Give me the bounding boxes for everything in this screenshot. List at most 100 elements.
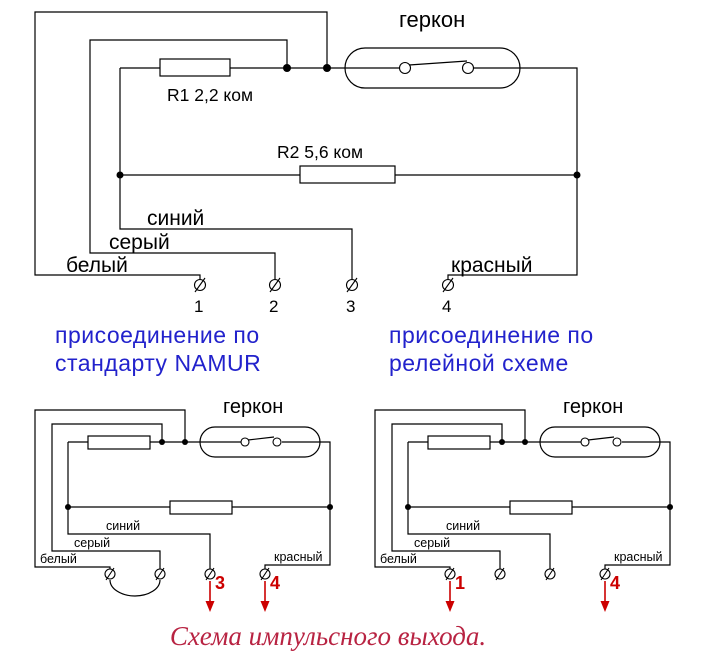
terminal-2 bbox=[494, 567, 506, 581]
blue-wire bbox=[67, 442, 211, 569]
red-wire bbox=[447, 67, 578, 279]
output-arrow-4 bbox=[600, 581, 610, 612]
terminal-2-label: 2 bbox=[269, 297, 278, 316]
reed-blade bbox=[408, 60, 468, 66]
output-arrow-4 bbox=[260, 581, 270, 612]
terminal-2-slash bbox=[155, 567, 165, 581]
relay-title: присоединение по релейной схеме bbox=[389, 322, 594, 376]
blue-wire bbox=[119, 68, 353, 279]
terminal-4 bbox=[441, 277, 455, 293]
terminal-2 bbox=[268, 277, 282, 293]
arrow-head-icon bbox=[445, 601, 455, 612]
resistor-r2 bbox=[509, 500, 573, 515]
terminal-2-slash bbox=[495, 567, 505, 581]
output-terminal-label-1: 1 bbox=[455, 573, 465, 593]
resistor-r1 bbox=[87, 435, 151, 450]
red-wire bbox=[604, 441, 671, 569]
jumper-wire-1-2 bbox=[109, 579, 161, 597]
terminal-4 bbox=[259, 567, 271, 581]
terminal-3-label: 3 bbox=[346, 297, 355, 316]
terminal-1 bbox=[193, 277, 207, 293]
main-schematic: геркон R1 2,2 ком R2 5,6 ком синий серый… bbox=[34, 7, 581, 316]
arrow-head-icon bbox=[600, 601, 610, 612]
namur-title-line2: стандарту NAMUR bbox=[55, 350, 261, 376]
reed-contact-right bbox=[461, 61, 475, 75]
terminal-3-slash bbox=[545, 567, 555, 581]
terminal-3 bbox=[204, 567, 216, 581]
white-wire-label: белый bbox=[40, 552, 77, 566]
junction-dot bbox=[323, 64, 331, 72]
terminal-3 bbox=[544, 567, 556, 581]
output-terminal-label-3: 3 bbox=[215, 573, 225, 593]
namur-title-line1: присоединение по bbox=[55, 322, 260, 348]
junction-dot bbox=[405, 504, 411, 510]
resistor-r2 bbox=[299, 165, 396, 184]
terminal-3-slash bbox=[346, 277, 358, 293]
gray-wire-label: серый bbox=[74, 536, 110, 550]
junction-dot bbox=[327, 504, 333, 510]
output-terminal-label-4: 4 bbox=[610, 573, 620, 593]
red-wire bbox=[264, 441, 331, 569]
resistor-r1 bbox=[159, 58, 231, 77]
r2-label: R2 5,6 ком bbox=[277, 142, 363, 162]
reed-contact-left bbox=[398, 61, 412, 75]
reed-contact-right bbox=[612, 437, 622, 447]
reed-contact-left bbox=[240, 437, 250, 447]
white-wire-label: белый bbox=[380, 552, 417, 566]
reed-switch bbox=[199, 426, 321, 458]
white-wire-label: белый bbox=[66, 254, 128, 277]
output-arrow-3 bbox=[205, 581, 215, 612]
resistor-r1 bbox=[427, 435, 491, 450]
resistor-r2 bbox=[169, 500, 233, 515]
junction-dot bbox=[573, 171, 581, 179]
namur-title: присоединение по стандарту NAMUR bbox=[55, 322, 261, 376]
terminal-4-slash bbox=[600, 567, 610, 581]
terminal-4-slash bbox=[260, 567, 270, 581]
terminal-1 bbox=[104, 567, 116, 581]
junction-dot bbox=[182, 439, 188, 445]
terminal-1-slash bbox=[194, 277, 206, 293]
terminal-2 bbox=[154, 567, 166, 581]
blue-wire-label: синий bbox=[446, 519, 480, 533]
output-terminal-label-4: 4 bbox=[270, 573, 280, 593]
terminal-1-slash bbox=[105, 567, 115, 581]
reed-blade bbox=[247, 436, 275, 441]
junction-dot bbox=[116, 171, 124, 179]
junction-dot bbox=[522, 439, 528, 445]
red-wire-label: красный bbox=[274, 550, 323, 564]
junction-dot bbox=[283, 64, 291, 72]
terminal-4-slash bbox=[442, 277, 454, 293]
terminal-1-slash bbox=[445, 567, 455, 581]
relay-schematic: геркон синий серый белый красный 1 4 bbox=[374, 396, 673, 612]
arrow-head-icon bbox=[260, 601, 270, 612]
gray-wire bbox=[391, 423, 503, 569]
reed-switch-label: геркон bbox=[563, 396, 623, 418]
relay-title-line2: релейной схеме bbox=[389, 350, 569, 376]
red-wire-label: красный bbox=[451, 254, 532, 277]
gray-wire-label: серый bbox=[109, 231, 170, 254]
relay-title-line1: присоединение по bbox=[389, 322, 594, 348]
gray-wire bbox=[51, 423, 163, 569]
white-wire bbox=[34, 11, 328, 279]
terminal-2-slash bbox=[269, 277, 281, 293]
terminal-4 bbox=[599, 567, 611, 581]
junction-dot bbox=[65, 504, 71, 510]
red-wire-label: красный bbox=[614, 550, 663, 564]
blue-wire bbox=[407, 442, 551, 569]
reed-switch bbox=[539, 426, 661, 458]
terminal-3 bbox=[345, 277, 359, 293]
reed-contact-right bbox=[272, 437, 282, 447]
arrow-head-icon bbox=[205, 601, 215, 612]
reed-switch-label: геркон bbox=[223, 396, 283, 418]
reed-blade bbox=[587, 436, 615, 441]
reed-contact-left bbox=[580, 437, 590, 447]
white-wire bbox=[374, 409, 526, 569]
gray-wire bbox=[89, 39, 288, 279]
reed-switch bbox=[344, 47, 521, 89]
page-caption: Схема импульсного выхода. bbox=[170, 621, 486, 651]
junction-dot bbox=[667, 504, 673, 510]
junction-dot bbox=[159, 439, 165, 445]
terminal-1-label: 1 bbox=[194, 297, 203, 316]
